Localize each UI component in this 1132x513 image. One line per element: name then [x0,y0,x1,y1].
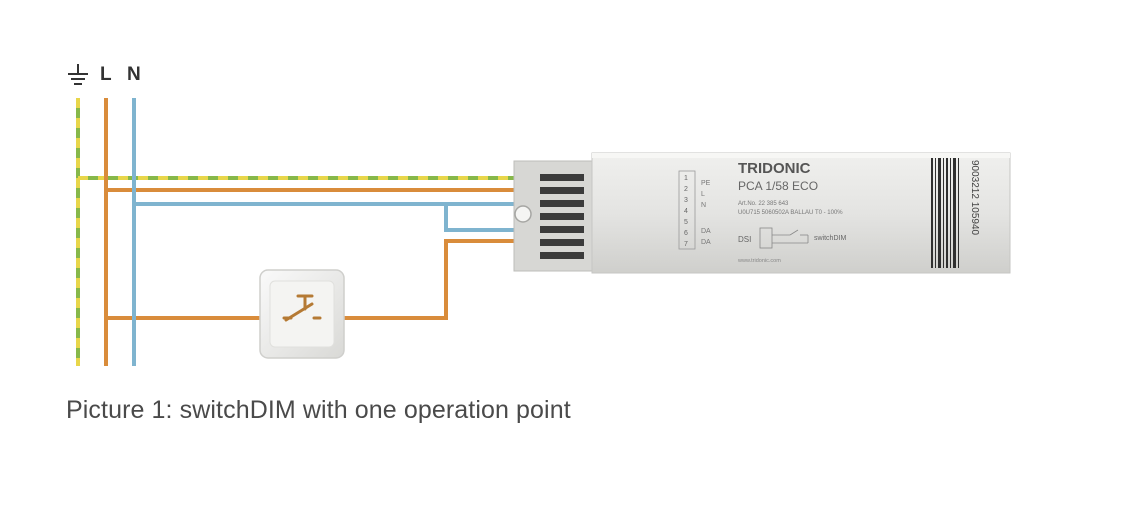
switchdim-schematic-icon [759,227,809,249]
ballast-brand: TRIDONIC [738,160,811,177]
terminal-number: 6 [684,230,688,237]
terminal-tag: DA [701,228,711,235]
terminal-number: 5 [684,219,688,226]
live-label: L [100,64,112,85]
neutral-label: N [127,64,141,85]
push-button-switch-icon [259,269,345,359]
switchdim-label: switchDIM [814,235,846,242]
ballast-model: PCA 1/58 ECO [738,179,818,193]
terminal-number: 4 [684,208,688,215]
terminal-number: 3 [684,197,688,204]
terminal-number: 7 [684,241,688,248]
terminal-number: 1 [684,175,688,182]
terminal-tag: DA [701,239,711,246]
ballast-terminal-numbers: 1 2 3 4 5 6 7 [678,170,696,250]
ballast-unit: TRIDONIC PCA 1/58 ECO Art.No. 22 385 643… [513,152,1011,274]
earth-wire [76,98,548,366]
ballast-terminal-slots [540,174,584,259]
terminal-number: 2 [684,186,688,193]
barcode-number: 9003212 105940 [969,160,980,236]
figure-caption: Picture 1: switchDIM with one operation … [66,396,571,424]
terminal-tag: L [701,191,705,198]
barcode-icon [931,158,959,268]
earth-icon [68,64,88,85]
ballast-website: www.tridonic.com [737,258,781,264]
terminal-tag: PE [701,180,711,187]
ballast-article-line: Art.No. 22 385 643 [738,201,789,207]
ballast-spec-line: U0U715 5060502A BALLAU T0 - 100% [738,210,843,216]
ballast-terminal-tags: PE L N DA DA [701,180,711,246]
dsi-label: DSI [738,235,751,244]
terminal-tag: N [701,202,706,209]
